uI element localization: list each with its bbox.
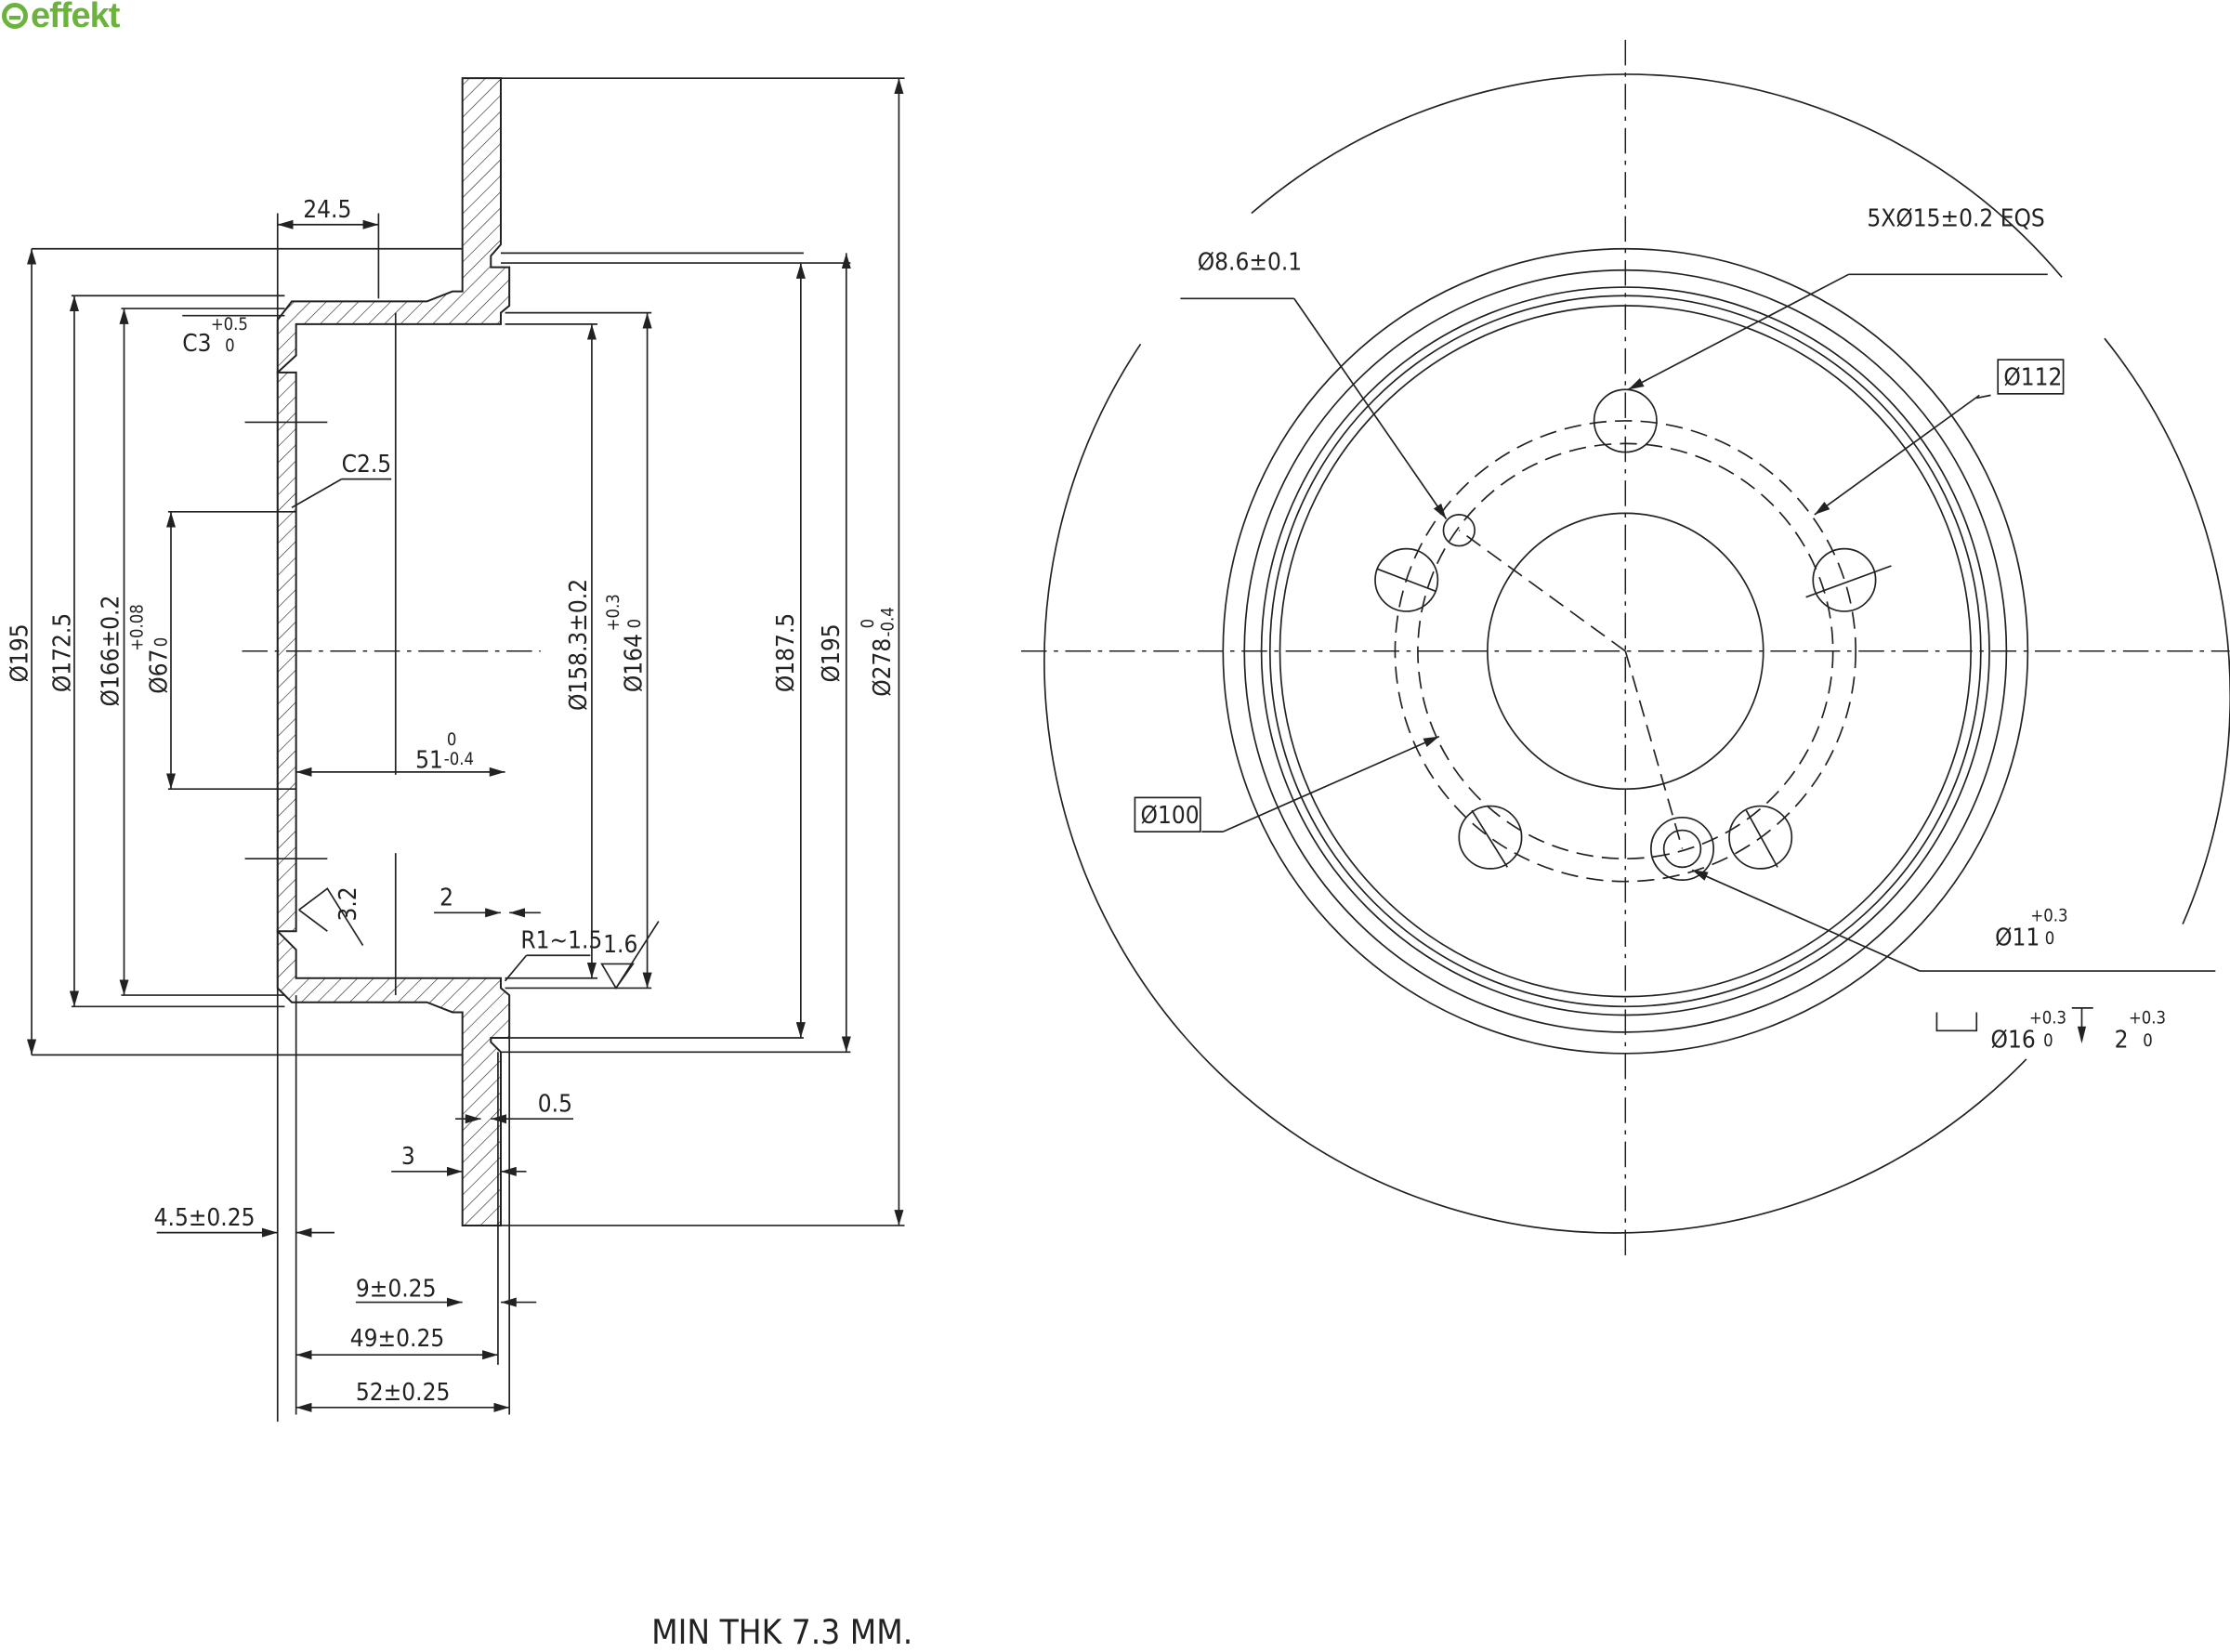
dim-52: 52±0.25	[356, 1379, 450, 1407]
chamfer-c3: C3	[182, 330, 211, 358]
dim-d278: Ø278	[869, 638, 897, 697]
screw-hole-outer	[1650, 816, 1715, 881]
center-bore	[1487, 512, 1764, 791]
dim-4-5: 4.5±0.25	[154, 1204, 256, 1232]
outer-disc-edge	[1043, 343, 2027, 1234]
depth-dim: 2	[2115, 1027, 2129, 1055]
d164-tol-lo: 0	[625, 619, 645, 629]
d16-tol-lo: 0	[2043, 1031, 2053, 1051]
dim-d67: Ø67	[145, 649, 173, 694]
screw-hole-inner	[1662, 829, 1702, 869]
effekt-logo: effekt	[2, 0, 120, 35]
d11-tol-up: +0.3	[2030, 907, 2067, 926]
roughness-symbol	[298, 887, 364, 946]
dim-d166: Ø166±0.2	[97, 596, 125, 707]
depth-tol-lo: 0	[2143, 1031, 2153, 1051]
disc-top-section	[276, 77, 511, 375]
bolt-holes	[1374, 388, 1892, 881]
side-section-view: 24.5 C3 +0.5 0 C2.5 Ø195 Ø172.5 Ø166±0.2…	[6, 77, 905, 1423]
dim-d112: Ø112	[2003, 364, 2062, 392]
dim-49: 49±0.25	[350, 1325, 444, 1353]
roughness-symbol	[600, 921, 660, 990]
bolt-hole	[1458, 805, 1523, 870]
dim-d11: Ø11	[1995, 924, 2040, 952]
d11-tol-lo: 0	[2045, 929, 2055, 949]
bolt-hole	[1374, 547, 1439, 612]
dim-d100: Ø100	[1141, 802, 1200, 830]
dim-d158-3: Ø158.3±0.2	[565, 579, 593, 711]
dim-d164: Ø164	[620, 634, 648, 692]
pin-hole	[1442, 514, 1476, 547]
chamfer-c2-5: C2.5	[342, 451, 392, 479]
bolt-hole	[1593, 388, 1658, 453]
dim-d16: Ø16	[1991, 1027, 2036, 1055]
hub-wall	[276, 371, 297, 933]
logo-mark-icon	[2, 3, 28, 29]
dim-51-tol-lo: -0.4	[444, 750, 474, 769]
c3-tol-up: +0.5	[211, 315, 248, 334]
pin-hole-dim: Ø8.6±0.1	[1198, 249, 1302, 277]
d164-tol-up: +0.3	[604, 594, 623, 631]
dim-51: 51	[415, 746, 443, 774]
min-thickness-note: MIN THK 7.3 MM.	[651, 1612, 912, 1652]
logo-text: effekt	[31, 0, 120, 35]
dim-d195-right: Ø195	[818, 623, 846, 682]
dim-d187-5: Ø187.5	[772, 613, 800, 692]
d278-tol-up: 0	[859, 619, 878, 629]
d67-tol-up: +0.08	[127, 604, 147, 651]
dim-24-5: 24.5	[303, 196, 351, 224]
bolt-holes-dim: 5XØ15±0.2 EQS	[1867, 204, 2044, 232]
disc-bottom-section	[276, 928, 511, 1226]
front-view: Ø8.6±0.1 5XØ15±0.2 EQS Ø112 Ø100 Ø11 +0.…	[1021, 39, 2230, 1259]
dim-0-5: 0.5	[538, 1091, 572, 1119]
depth-tol-up: +0.3	[2129, 1009, 2166, 1029]
dim-9: 9±0.25	[356, 1275, 437, 1303]
d278-tol-lo: -0.4	[878, 607, 898, 636]
roughness-3-2: 3.2	[334, 886, 362, 921]
dim-d172-5: Ø172.5	[48, 613, 76, 692]
dim-2: 2	[439, 885, 453, 912]
bolt-hole	[1728, 805, 1793, 870]
d16-tol-up: +0.3	[2029, 1009, 2066, 1029]
radius-r1-1-5: R1~1.5	[520, 927, 602, 955]
dim-d195-left: Ø195	[6, 623, 33, 682]
dim-3: 3	[401, 1143, 415, 1171]
dim-51-tol-up: 0	[447, 730, 457, 750]
c3-tol-lo: 0	[225, 336, 235, 356]
d67-tol-lo: 0	[151, 637, 171, 648]
bolt-hole	[1812, 547, 1877, 612]
roughness-1-6: 1.6	[603, 931, 637, 959]
